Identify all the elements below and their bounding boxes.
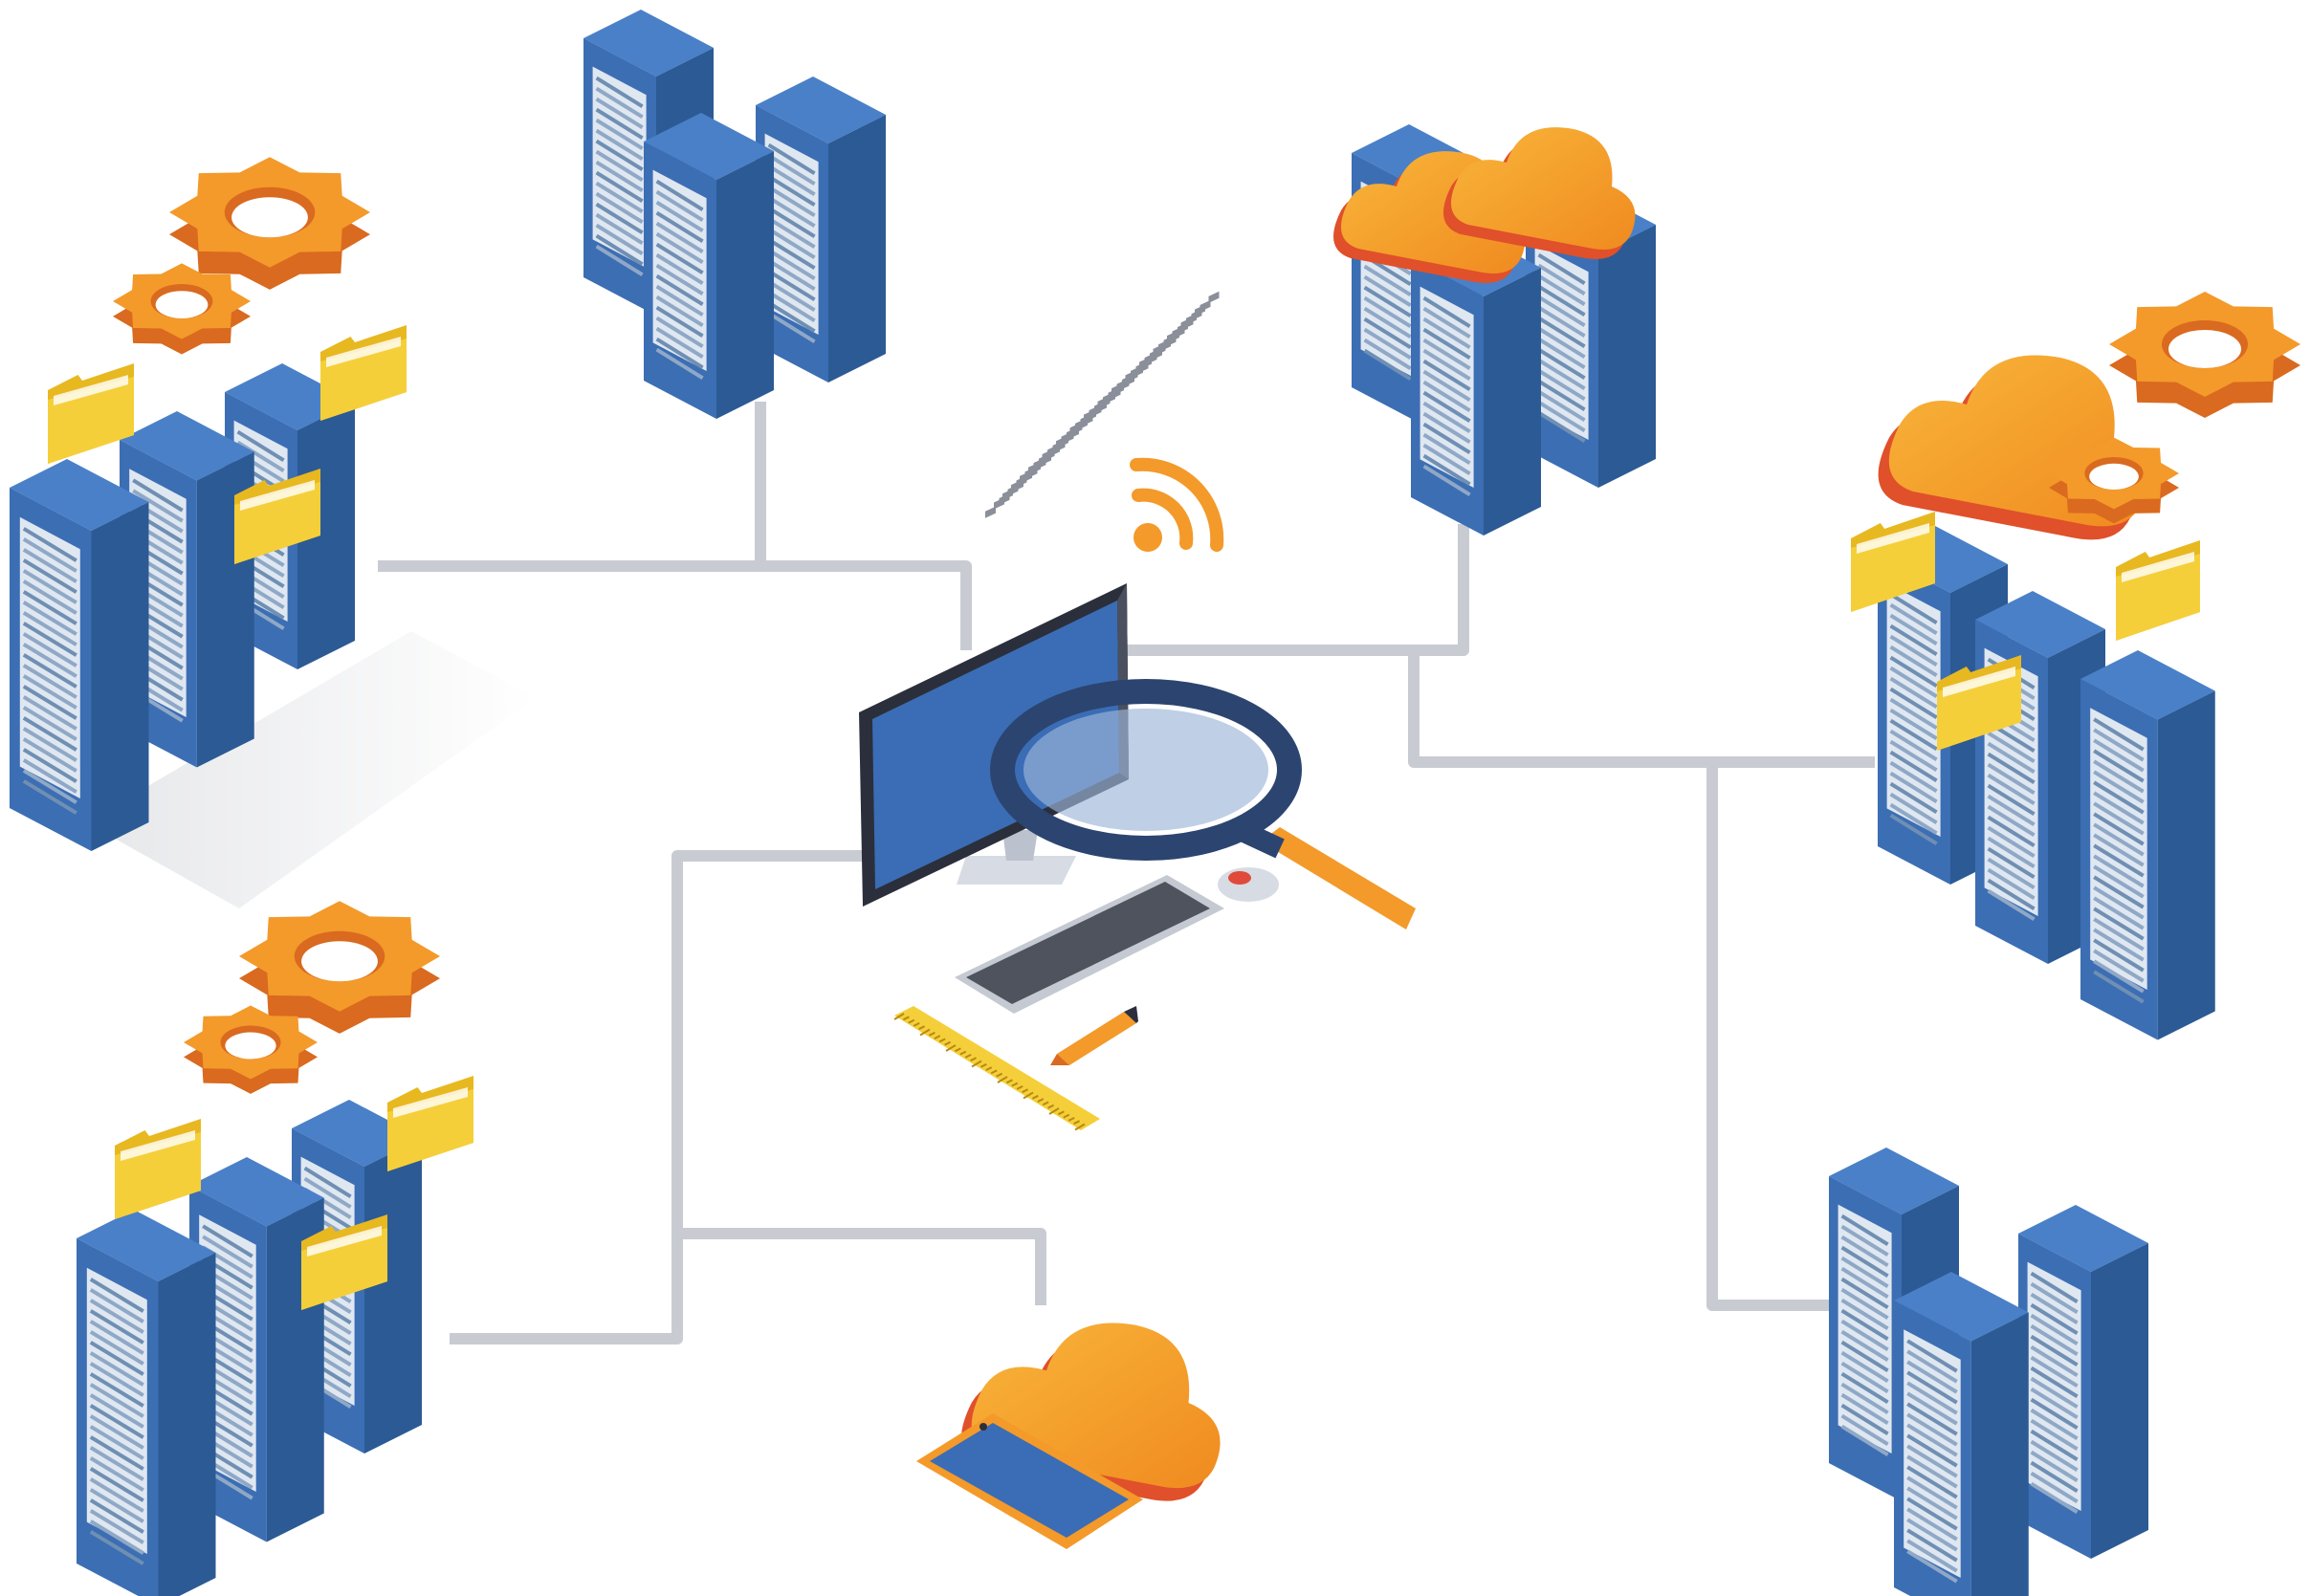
floor-shadow (86, 631, 536, 908)
server-rack (77, 1210, 216, 1596)
connector-cloud-cluster (1119, 524, 1469, 656)
connector-tablet-cloud (677, 1228, 1046, 1305)
mouse-icon (1218, 867, 1279, 902)
server-rack (756, 77, 886, 383)
magnifier-icon (990, 679, 1416, 929)
server-rack (644, 113, 774, 419)
gear-icon (184, 1005, 318, 1094)
gear-icon (169, 157, 370, 290)
gear-icon (113, 263, 251, 355)
folder-icon (301, 1214, 387, 1310)
central-workstation (859, 291, 1416, 1131)
decoration-icons (48, 127, 2300, 1501)
connector-bottom-left-cluster (450, 850, 866, 1345)
folder-icon (2116, 540, 2200, 641)
cloud-icon (1443, 127, 1636, 259)
server-rack (10, 459, 149, 851)
pen-icon (1050, 1006, 1138, 1065)
folder-icon (115, 1119, 201, 1219)
gear-icon (239, 901, 440, 1034)
gear-icon (2109, 292, 2300, 418)
connector-bottom-right-cluster (1706, 762, 1832, 1311)
keyboard-icon (955, 291, 1224, 1014)
connector-left-cluster (378, 560, 972, 650)
folder-icon (320, 325, 407, 421)
wifi-icon (1130, 457, 1224, 552)
tablet-icon (916, 1413, 1143, 1549)
gear-icon (2049, 437, 2179, 524)
folder-icon (1851, 512, 1935, 612)
server-rack (1894, 1272, 2029, 1596)
folder-icon (48, 363, 134, 464)
folder-icon (387, 1076, 473, 1171)
folder-icon (1937, 655, 2021, 751)
folder-icon (234, 469, 320, 564)
connector-right-cluster (1408, 650, 1875, 768)
ruler-icon (893, 1006, 1100, 1131)
server-rack (2080, 650, 2215, 1040)
server-rack (2018, 1205, 2148, 1559)
connector-lines (378, 402, 1875, 1345)
